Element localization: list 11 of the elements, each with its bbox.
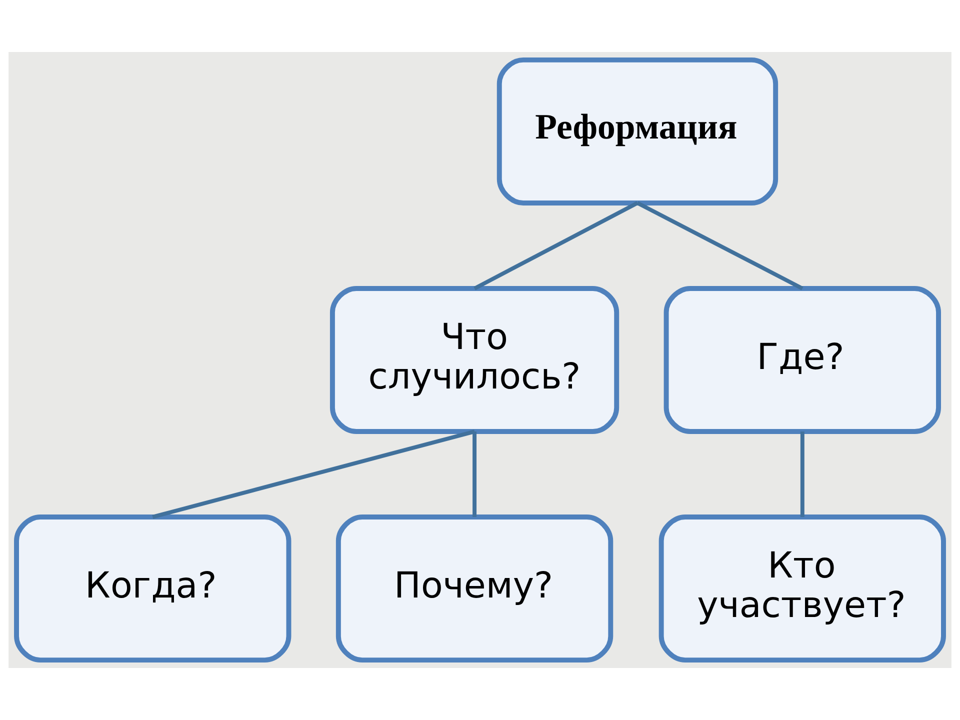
node-box: Когда? <box>14 514 292 663</box>
connector <box>474 201 638 290</box>
node-box: Где? <box>664 286 941 434</box>
connector <box>800 432 804 517</box>
connector <box>472 432 477 517</box>
node-box: Реформация <box>496 57 778 206</box>
connector <box>636 201 804 290</box>
node-box: Почему? <box>336 514 614 663</box>
node-box: Что случилось? <box>330 286 620 434</box>
node-box: Кто участвует? <box>658 514 946 663</box>
connector <box>152 430 476 519</box>
